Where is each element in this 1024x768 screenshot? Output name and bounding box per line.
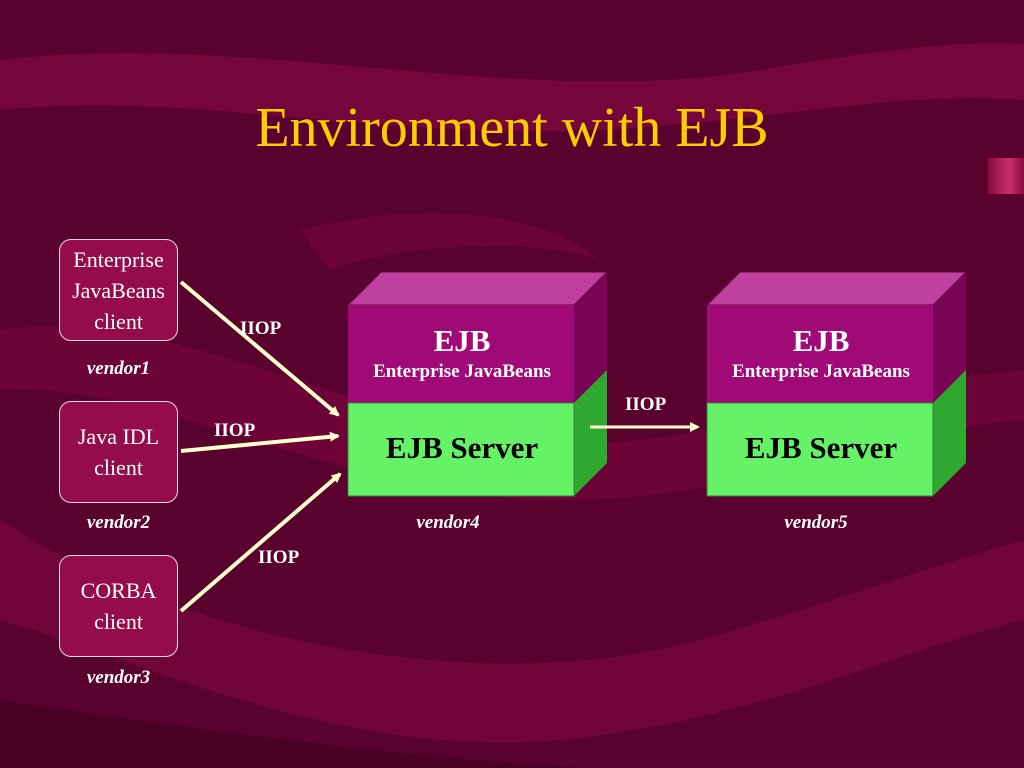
client-label-line: JavaBeans (72, 277, 165, 303)
client-label-line: client (94, 308, 143, 334)
client-label-line: CORBA (80, 578, 157, 603)
client-label-line: Java IDL (77, 424, 160, 449)
ejb-server-label-2: EJB Server (744, 430, 898, 465)
arrow-client3-to-server (179, 472, 342, 613)
corner-decoration (988, 158, 1024, 194)
protocol-label-client1: IIOP (240, 318, 282, 339)
client-label-line: client (94, 455, 143, 480)
client-label-line: client (94, 609, 143, 634)
client-label-line: Enterprise (73, 246, 164, 272)
protocol-label-server-link: IIOP (625, 394, 667, 415)
vendor-label-3: vendor3 (86, 667, 151, 688)
arrow-client2-to-server (180, 431, 340, 453)
ejb-label: EJB (433, 323, 491, 358)
ejb-server-cube-1 (346, 271, 609, 497)
ejb-server-label-1: EJB Server (385, 430, 539, 465)
client-box-corba: CORBA client (59, 555, 178, 657)
vendor-label-5: vendor5 (784, 512, 848, 533)
client-box-enterprise-javabeans: Enterprise JavaBeans client (59, 239, 178, 341)
arrow-client1-to-server (179, 280, 340, 417)
ejb-server-cube-2 (705, 271, 968, 497)
ejb-label: EJB (792, 323, 850, 358)
ejb-box-2: EJB Enterprise JavaBeans (692, 325, 950, 381)
ejb-subtitle: Enterprise JavaBeans (373, 361, 551, 382)
vendor-label-2: vendor2 (86, 512, 151, 533)
ejb-box-1: EJB Enterprise JavaBeans (333, 325, 591, 381)
client-box-java-idl: Java IDL client (59, 401, 178, 503)
vendor-label-1: vendor1 (86, 358, 151, 379)
protocol-label-client2: IIOP (214, 420, 256, 441)
ejb-subtitle: Enterprise JavaBeans (732, 361, 910, 382)
vendor-label-4: vendor4 (416, 512, 480, 533)
slide-title: Environment with EJB (255, 97, 769, 159)
protocol-label-client3: IIOP (258, 547, 300, 568)
